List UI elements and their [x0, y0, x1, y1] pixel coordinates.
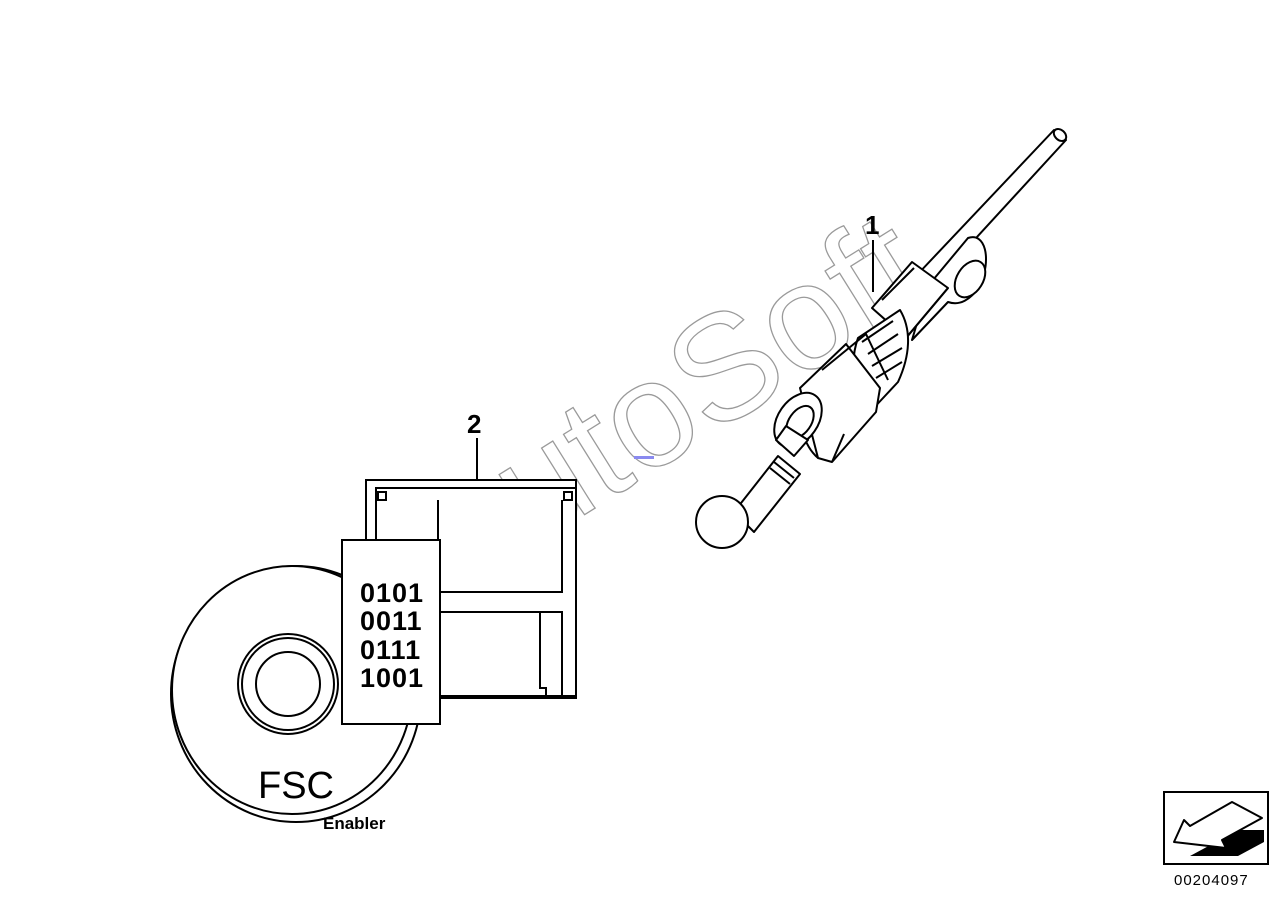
card-line-3: 0111: [360, 635, 421, 665]
cable-connector-part: [695, 128, 1068, 549]
data-card: 0101 0011 0111 1001: [341, 539, 441, 725]
callout-1: 1: [865, 210, 879, 240]
disc-label: FSC: [258, 765, 334, 807]
card-line-2: 0011: [360, 606, 423, 636]
diagram-number: 00204097: [1174, 872, 1249, 889]
disc-caption: Enabler: [323, 814, 386, 833]
callout-2: 2: [467, 409, 481, 439]
marker-dash: [634, 456, 654, 459]
card-line-1: 0101: [360, 578, 424, 608]
card-line-4: 1001: [360, 663, 424, 693]
back-arrow-button[interactable]: [1163, 791, 1269, 865]
back-arrow-icon: [1173, 801, 1264, 856]
